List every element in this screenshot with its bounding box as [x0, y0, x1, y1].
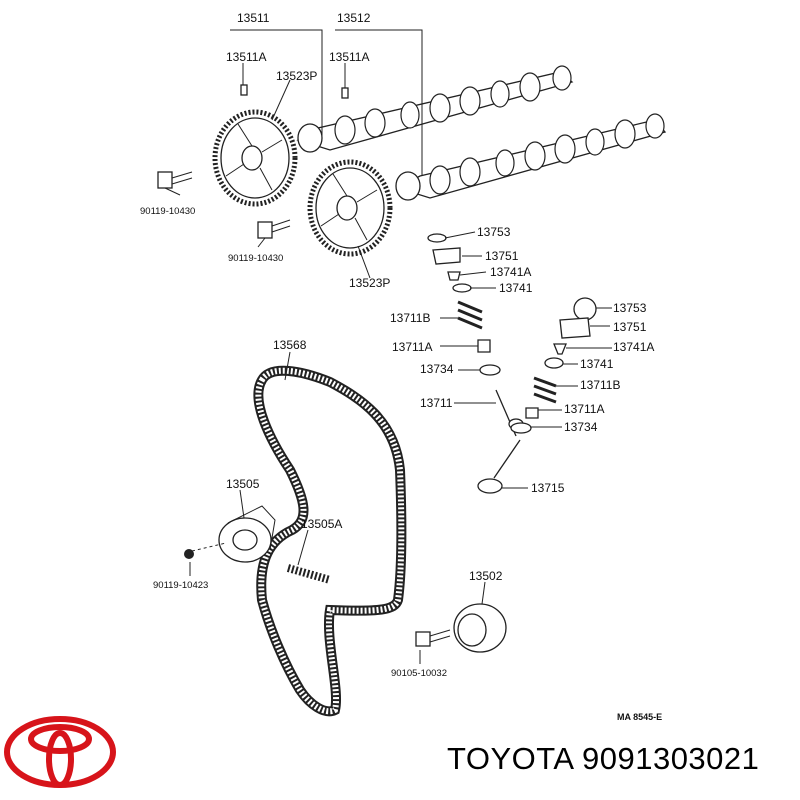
label-spring-a: 13711B: [390, 311, 430, 325]
tension-spring: [286, 564, 332, 584]
toyota-logo: [4, 716, 116, 788]
camshaft-upper: [296, 65, 574, 153]
label-idler: 13502: [469, 569, 503, 583]
label-camshaft-2: 13512: [337, 11, 371, 25]
label-cam-pin-2: 13511A: [329, 50, 369, 64]
label-seat-a: 13711A: [392, 340, 432, 354]
intake-valve: [477, 439, 521, 494]
brand-part-number: TOYOTA 9091303021: [447, 741, 760, 776]
label-camshaft: 13511: [237, 11, 270, 25]
label-keeper-b: 13741A: [613, 340, 654, 354]
idler-pulley: [453, 603, 507, 653]
label-seat-b: 13711A: [564, 402, 604, 416]
label-keeper-a: 13741A: [490, 265, 531, 279]
label-spring-b: 13711B: [580, 378, 620, 392]
cam-sprocket-lower: [307, 159, 393, 257]
sprocket-bolt-1: [157, 171, 193, 189]
label-tensioner: 13505: [226, 477, 260, 491]
label-tensioner-bolt: 90119-10423: [153, 580, 208, 591]
tensioner-pulley: [218, 505, 276, 563]
valve-parts-a: [427, 233, 501, 376]
label-idler-bolt: 90105-10032: [391, 668, 447, 679]
label-retainer-a: 13741: [499, 281, 533, 295]
tensioner-bolt: [184, 549, 194, 559]
label-lifter-b: 13751: [613, 320, 647, 334]
idler-bolt: [415, 629, 451, 647]
sprocket-bolt-2: [257, 219, 291, 239]
label-sprocket-top: 13523P: [276, 69, 317, 83]
label-valve-exhaust: 13711: [420, 396, 453, 410]
label-shim-b: 13753: [613, 301, 647, 315]
label-cam-pin-1: 13511A: [226, 50, 266, 64]
cam-pin-upper: [240, 84, 248, 96]
cam-sprocket-upper: [212, 109, 298, 207]
diagram-code: MA 8545-E: [617, 712, 662, 722]
label-lifter-a: 13751: [485, 249, 519, 263]
valve-parts-b: [510, 297, 597, 434]
label-retainer-b: 13741: [580, 357, 614, 371]
label-seal-b: 13734: [564, 420, 598, 434]
label-sprocket-bottom: 13523P: [349, 276, 390, 290]
label-timing-belt: 13568: [273, 338, 307, 352]
label-tension-spring: 13505A: [301, 517, 342, 531]
label-bolt-2: 90119-10430: [228, 253, 283, 264]
cam-pin-lower: [341, 87, 349, 99]
label-seal-a: 13734: [420, 362, 454, 376]
label-shim-a: 13753: [477, 225, 511, 239]
label-bolt-1: 90119-10430: [140, 206, 195, 217]
camshaft-lower: [395, 113, 667, 201]
label-valve-intake: 13715: [531, 481, 565, 495]
